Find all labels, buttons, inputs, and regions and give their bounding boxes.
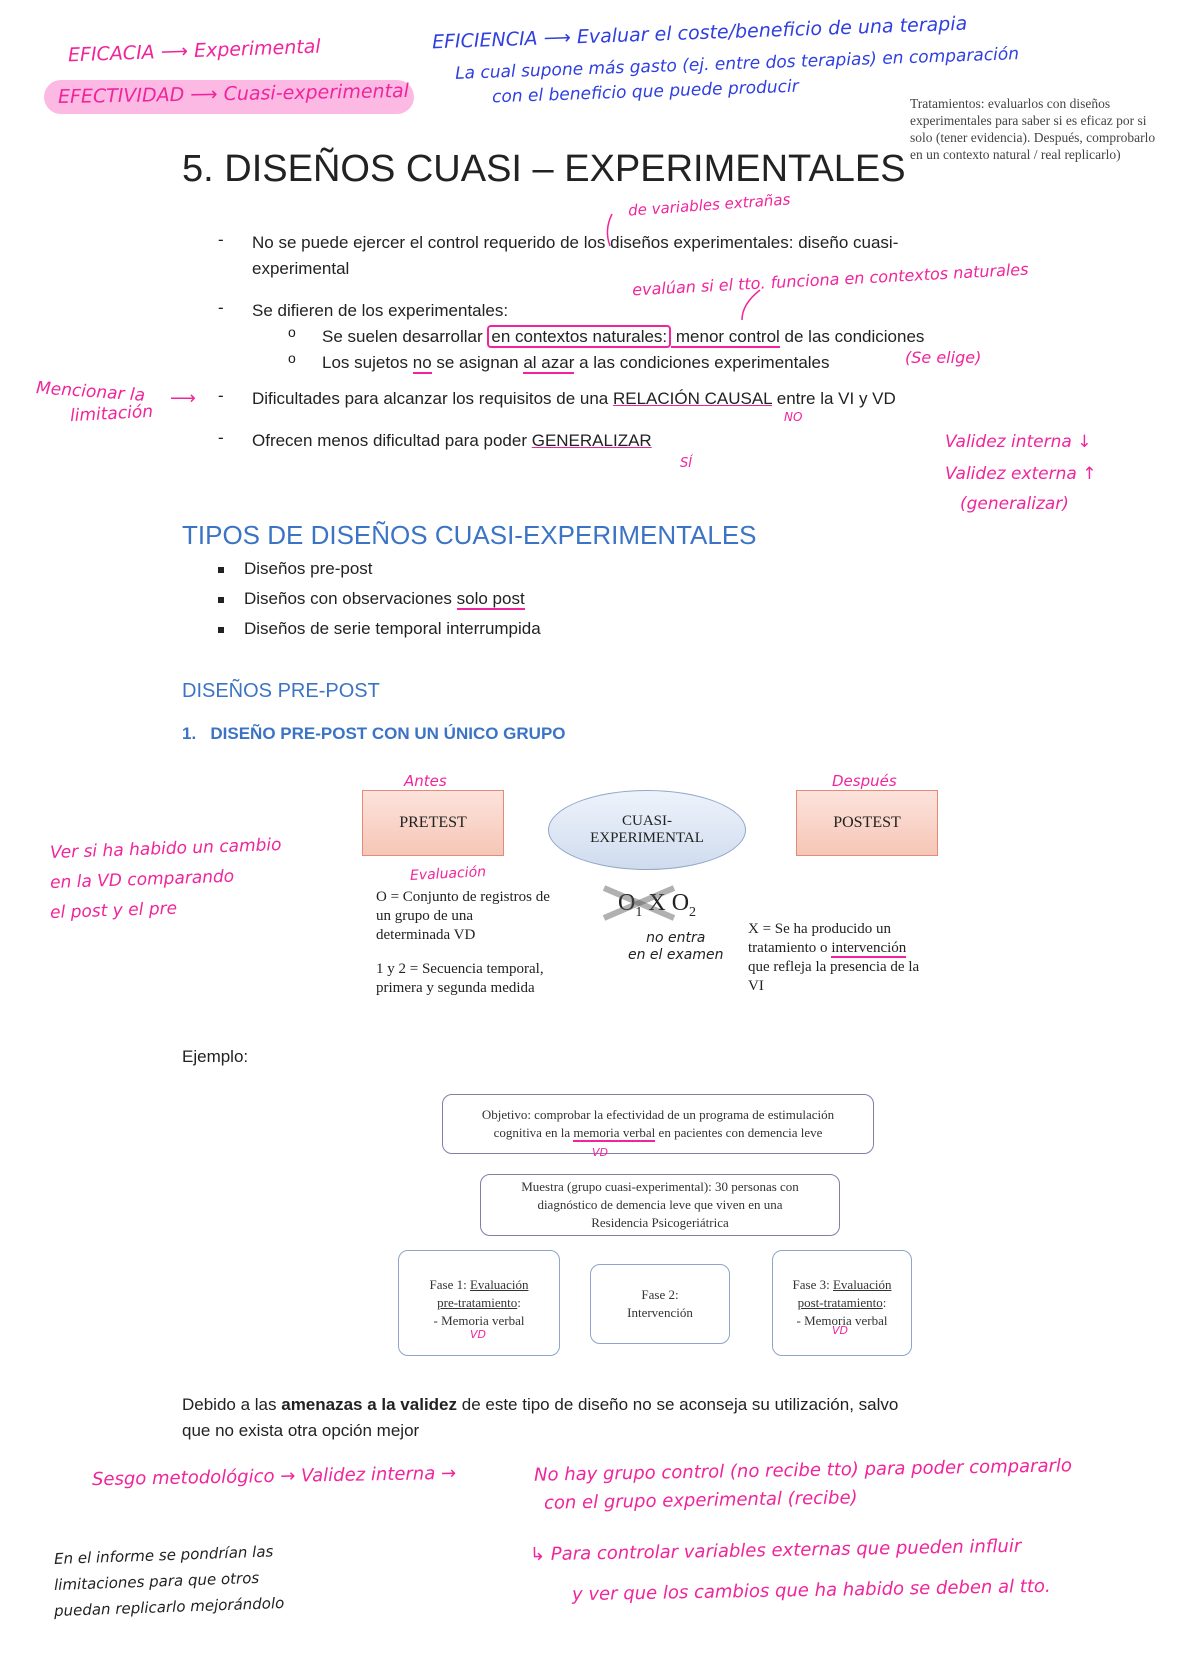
x-definition: X = Se ha producido un tratamiento o int…	[748, 921, 920, 994]
item-1-line-b: experimental	[252, 259, 350, 278]
hw-se-elige: (Se elige)	[905, 348, 982, 367]
pretest-box: PRETEST	[362, 790, 504, 856]
hw-arrow: ⟶	[170, 388, 196, 409]
postest-box: POSTEST	[796, 790, 938, 856]
highlight-efectividad	[44, 80, 414, 114]
dash-bullet: -	[218, 386, 224, 405]
muestra-box: Muestra (grupo cuasi-experimental): 30 p…	[480, 1174, 840, 1236]
hw-eficiencia: EFICIENCIA ⟶ Evaluar el coste/beneficio …	[431, 12, 968, 54]
hw-evaluan: evalúan si el tto. funciona en contextos…	[631, 259, 1029, 300]
cuasi-experimental-ellipse: CUASI-EXPERIMENTAL	[548, 790, 746, 870]
sequence-definition: 1 y 2 = Secuencia temporal,primera y seg…	[376, 961, 544, 996]
conclusion-line-1: Debido a las amenazas a la validez de es…	[182, 1395, 899, 1414]
fase-1-box: Fase 1: Evaluación pre-tratamiento: - Me…	[398, 1250, 560, 1356]
hw-validez-interna: Validez interna ↓	[945, 432, 1092, 452]
arrow-evaluan-stroke	[741, 289, 761, 321]
sub-bullet-o: o	[288, 324, 296, 340]
objetivo-box: Objetivo: comprobar la efectividad de un…	[442, 1094, 874, 1154]
hw-variables-extranas: de variables extrañas	[627, 190, 791, 220]
dash-bullet: -	[218, 298, 224, 317]
item-2-sub-1: Se suelen desarrollar en contextos natur…	[322, 325, 925, 348]
item-2: Se difieren de los experimentales:	[252, 301, 509, 320]
formula: O1 X O2	[618, 890, 697, 920]
hw-no-hay-2: con el grupo experimental (recibe)	[543, 1487, 858, 1514]
item-1-line-a: No se puede ejercer el control requerido…	[252, 233, 899, 252]
hw-si: SÍ	[680, 456, 693, 471]
hw-eficacia: EFICACIA ⟶ Experimental	[67, 35, 322, 67]
side-note: Tratamientos: evaluarlos con diseños exp…	[910, 96, 1156, 162]
item-2-sub-2: Los sujetos no se asignan al azar a las …	[322, 353, 830, 374]
dash-bullet: -	[218, 428, 224, 447]
hw-no-hay-1: No hay grupo control (no recibe tto) par…	[533, 1455, 1073, 1486]
item-3: Dificultades para alcanzar los requisito…	[252, 389, 896, 408]
prepost-num-title: 1. DISEÑO PRE-POST CON UN ÚNICO GRUPO	[182, 724, 566, 743]
boxed-contextos-naturales: en contextos naturales:	[487, 325, 672, 348]
hw-despues: Después	[832, 772, 897, 790]
tipos-title: TIPOS DE DISEÑOS CUASI-EXPERIMENTALES	[182, 520, 757, 550]
hw-mencionar-1: Mencionar la	[35, 378, 146, 406]
dash-bullet: -	[218, 230, 224, 249]
hw-mencionar-2: limitación	[69, 401, 154, 427]
hw-para-1: ↳ Para controlar variables externas que …	[529, 1535, 1022, 1566]
prepost-subtitle: DISEÑOS PRE-POST	[182, 680, 380, 702]
hw-para-2: y ver que los cambios que ha habido se d…	[571, 1575, 1051, 1606]
hw-sesgo: Sesgo metodológico → Validez interna →	[91, 1462, 457, 1491]
item-4: Ofrecen menos dificultad para poder GENE…	[252, 431, 652, 450]
hw-vd: VD	[592, 1146, 608, 1159]
conclusion-line-2: que no exista otra opción mejor	[182, 1421, 420, 1440]
fase-3-box: Fase 3: Evaluación post-tratamiento: - M…	[772, 1250, 912, 1356]
page-title: 5. DISEÑOS CUASI – EXPERIMENTALES	[182, 148, 906, 190]
tipo-1: Diseños pre-post	[218, 556, 373, 582]
sub-bullet-o: o	[288, 350, 296, 366]
hw-ver-cambio: Ver si ha habido un cambio en la VD comp…	[49, 834, 282, 924]
hw-antes: Antes	[404, 772, 447, 790]
hw-informe: En el informe se pondrían las limitacion…	[53, 1542, 285, 1621]
tipo-2: Diseños con observaciones solo post	[218, 586, 525, 612]
ejemplo-label: Ejemplo:	[182, 1047, 249, 1066]
hw-generalizar: (generalizar)	[960, 494, 1069, 514]
tipo-3: Diseños de serie temporal interrumpida	[218, 616, 541, 642]
fase-2-box: Fase 2:Intervención	[590, 1264, 730, 1344]
hw-validez-externa: Validez externa ↑	[945, 464, 1097, 484]
hw-evaluacion: Evaluación	[409, 864, 487, 884]
hw-no: NO	[784, 410, 803, 424]
hw-eficiencia-line3: con el beneficio que puede producir	[491, 76, 800, 108]
hw-vd: VD	[832, 1324, 848, 1337]
hw-vd: VD	[470, 1328, 486, 1341]
